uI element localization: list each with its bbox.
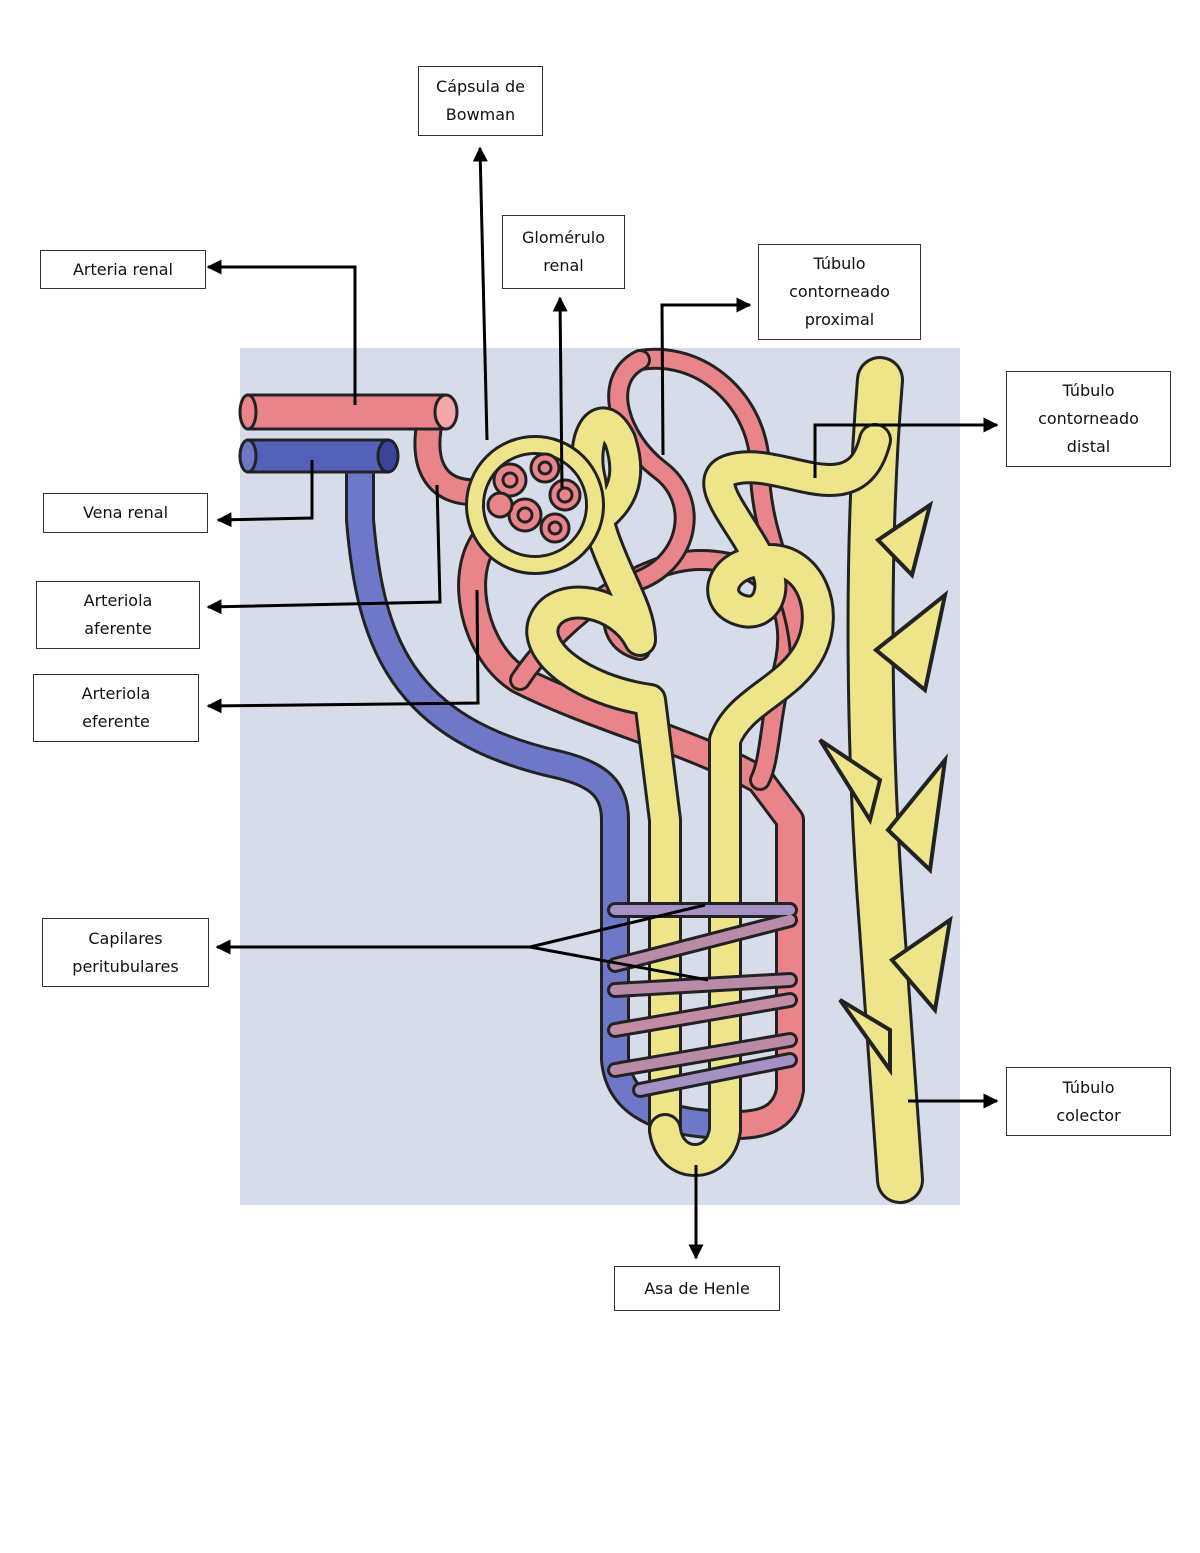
label-asa-henle: Asa de Henle — [614, 1266, 780, 1311]
label-glomerulo-renal: Glomérulo renal — [502, 215, 625, 289]
leader-capilares-branch-a — [529, 903, 706, 949]
leader-capilares-branch-b — [529, 945, 709, 982]
leader-vena-renal — [216, 460, 314, 528]
renal-vein — [238, 438, 400, 474]
leader-lines — [206, 146, 999, 1260]
label-capsula-bowman: Cápsula de Bowman — [418, 66, 543, 136]
renal-artery — [238, 393, 459, 431]
label-tubulo-colector: Túbulo colector — [1006, 1067, 1171, 1136]
collecting-duct — [818, 356, 953, 1204]
leader-arteriola-aferente — [206, 484, 442, 615]
leader-glomerulo-renal — [552, 296, 568, 489]
label-arteria-renal: Arteria renal — [40, 250, 206, 289]
leader-arteria-renal — [206, 259, 357, 405]
leader-capsula-bowman — [472, 146, 489, 441]
label-arteriola-aferente: Arteriola aferente — [36, 581, 200, 649]
label-tubulo-proximal: Túbulo contorneado proximal — [758, 244, 921, 340]
label-vena-renal: Vena renal — [43, 493, 208, 533]
tubules — [525, 406, 892, 1177]
peritubular-capillaries — [607, 902, 798, 1098]
vein-path — [345, 440, 750, 1140]
leader-tubulo-distal — [813, 417, 999, 478]
label-tubulo-distal: Túbulo contorneado distal — [1006, 371, 1171, 467]
label-capilares-peritubulares: Capilares peritubulares — [42, 918, 209, 987]
label-arteriola-eferente: Arteriola eferente — [33, 674, 199, 742]
glomerulus — [486, 452, 582, 544]
leader-tubulo-proximal — [660, 297, 752, 456]
leader-arteriola-eferente — [206, 589, 480, 714]
